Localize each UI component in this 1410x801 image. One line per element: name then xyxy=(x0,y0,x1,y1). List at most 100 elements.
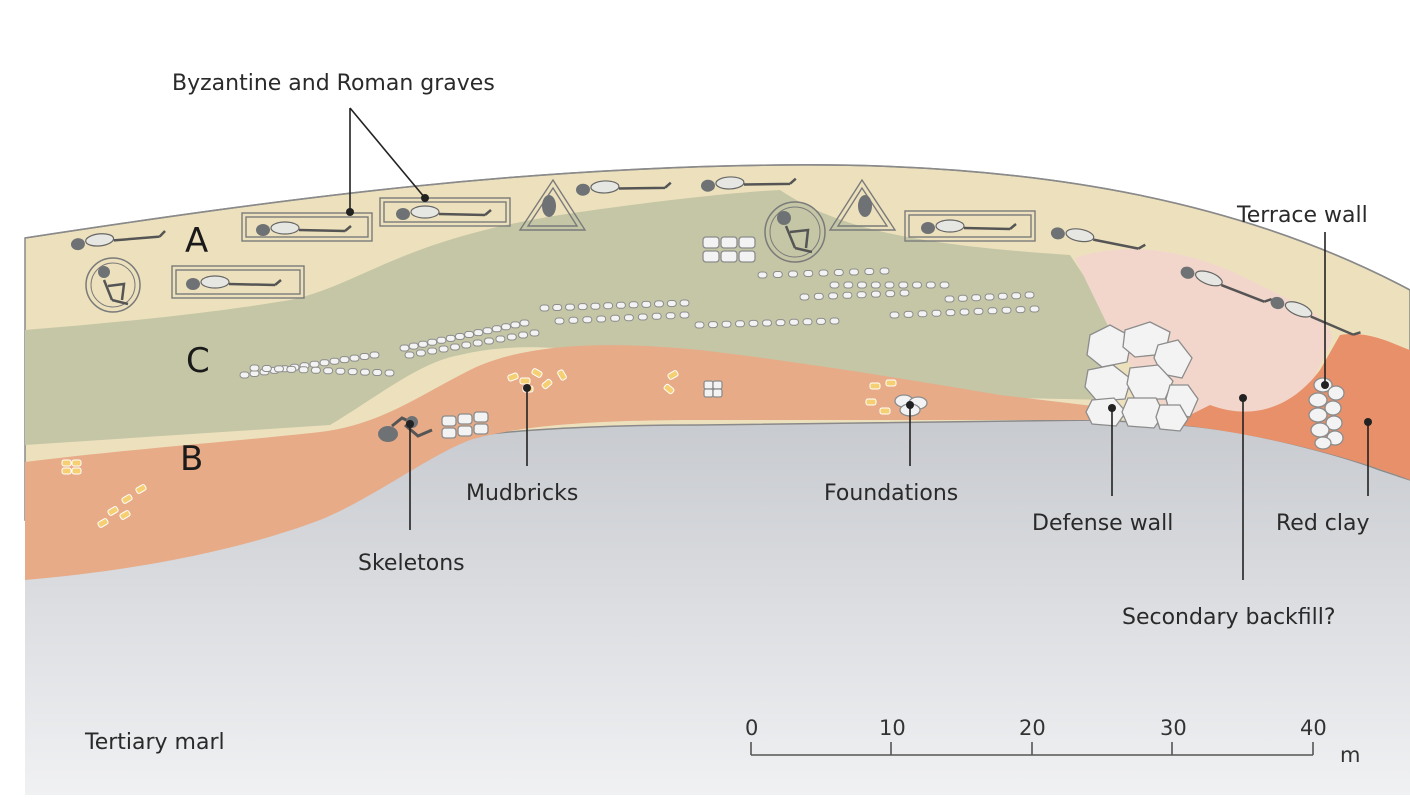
stone xyxy=(884,281,895,289)
stone xyxy=(945,309,956,317)
stone xyxy=(708,321,718,329)
stone xyxy=(828,292,839,300)
stone xyxy=(939,281,950,289)
stone xyxy=(473,329,484,337)
stone xyxy=(615,301,626,309)
stone xyxy=(818,269,829,277)
stone xyxy=(1001,306,1012,314)
stone xyxy=(415,349,426,357)
ground-surface xyxy=(24,164,1410,291)
mudbricks-label: Mudbricks xyxy=(466,481,578,506)
stone xyxy=(735,320,745,328)
burial xyxy=(1050,227,1146,250)
stone xyxy=(748,319,759,327)
stone xyxy=(788,270,798,278)
stone xyxy=(359,353,370,360)
stone xyxy=(565,303,575,311)
stone xyxy=(335,367,346,375)
scale-bar xyxy=(750,742,1314,756)
layer-b xyxy=(25,345,1120,580)
stone xyxy=(959,308,970,316)
stone xyxy=(298,366,309,374)
stone xyxy=(329,357,340,365)
stone xyxy=(552,304,563,311)
stone xyxy=(813,292,824,300)
stone xyxy=(369,351,380,359)
triangle-grave-heads xyxy=(542,195,872,217)
stone xyxy=(971,294,982,302)
burial xyxy=(186,275,282,290)
stone xyxy=(491,325,502,333)
grave-boxes xyxy=(171,178,1036,299)
stone xyxy=(623,314,634,322)
stone xyxy=(596,315,607,323)
stone xyxy=(816,317,826,325)
burial xyxy=(1180,266,1273,303)
stone xyxy=(857,281,867,289)
stone xyxy=(903,310,914,318)
red-clay-label: Red clay xyxy=(1276,511,1370,536)
stone xyxy=(651,312,662,320)
stone xyxy=(577,303,588,311)
stone xyxy=(833,269,844,276)
stone xyxy=(829,281,840,289)
scale-tick-0: 0 xyxy=(745,716,758,740)
burial xyxy=(70,230,166,251)
foundations-label: Foundations xyxy=(824,481,958,506)
stone xyxy=(885,290,896,298)
stone xyxy=(506,333,517,341)
stone xyxy=(864,268,875,275)
stone xyxy=(495,335,506,343)
stone xyxy=(404,351,415,359)
stone xyxy=(944,295,955,303)
stone xyxy=(261,365,272,372)
stone xyxy=(843,281,854,289)
graves-label: Byzantine and Roman graves xyxy=(172,71,495,96)
stone xyxy=(539,304,550,312)
stone xyxy=(408,342,419,350)
stone xyxy=(603,302,614,310)
stone xyxy=(464,331,475,338)
stone xyxy=(775,319,786,327)
stone-blocks xyxy=(441,236,928,439)
terrace-wall xyxy=(1308,377,1345,450)
defense-wall xyxy=(1084,321,1199,432)
stone xyxy=(829,317,840,325)
stone xyxy=(1024,291,1035,299)
stone xyxy=(799,293,810,301)
stone xyxy=(637,313,648,321)
stone xyxy=(554,317,565,325)
stone xyxy=(461,341,472,349)
stone xyxy=(454,333,465,340)
stone xyxy=(360,368,370,376)
stone xyxy=(679,299,690,307)
stone xyxy=(931,309,942,317)
burial xyxy=(575,180,672,196)
stone xyxy=(917,310,928,318)
scale-tick-40: 40 xyxy=(1300,716,1327,740)
stone xyxy=(679,311,690,319)
stone xyxy=(694,321,705,329)
tertiary-marl-label: Tertiary marl xyxy=(84,730,225,755)
stone xyxy=(802,318,813,326)
red-clay-layer xyxy=(1180,333,1410,480)
stone xyxy=(501,323,511,331)
stone xyxy=(665,312,676,320)
stone xyxy=(347,368,358,376)
stone xyxy=(654,300,664,308)
stone xyxy=(1015,306,1026,314)
stone xyxy=(427,338,438,346)
skeletons-label: Skeletons xyxy=(358,551,465,576)
stone xyxy=(987,307,998,315)
stone xyxy=(310,366,321,374)
stone xyxy=(772,271,783,278)
stone xyxy=(309,360,320,368)
stone xyxy=(427,347,438,355)
scale-tick-20: 20 xyxy=(1019,716,1046,740)
stone xyxy=(973,307,984,315)
stone xyxy=(349,354,360,362)
burial xyxy=(921,219,1017,234)
stone xyxy=(249,364,260,372)
burial xyxy=(1270,296,1361,336)
